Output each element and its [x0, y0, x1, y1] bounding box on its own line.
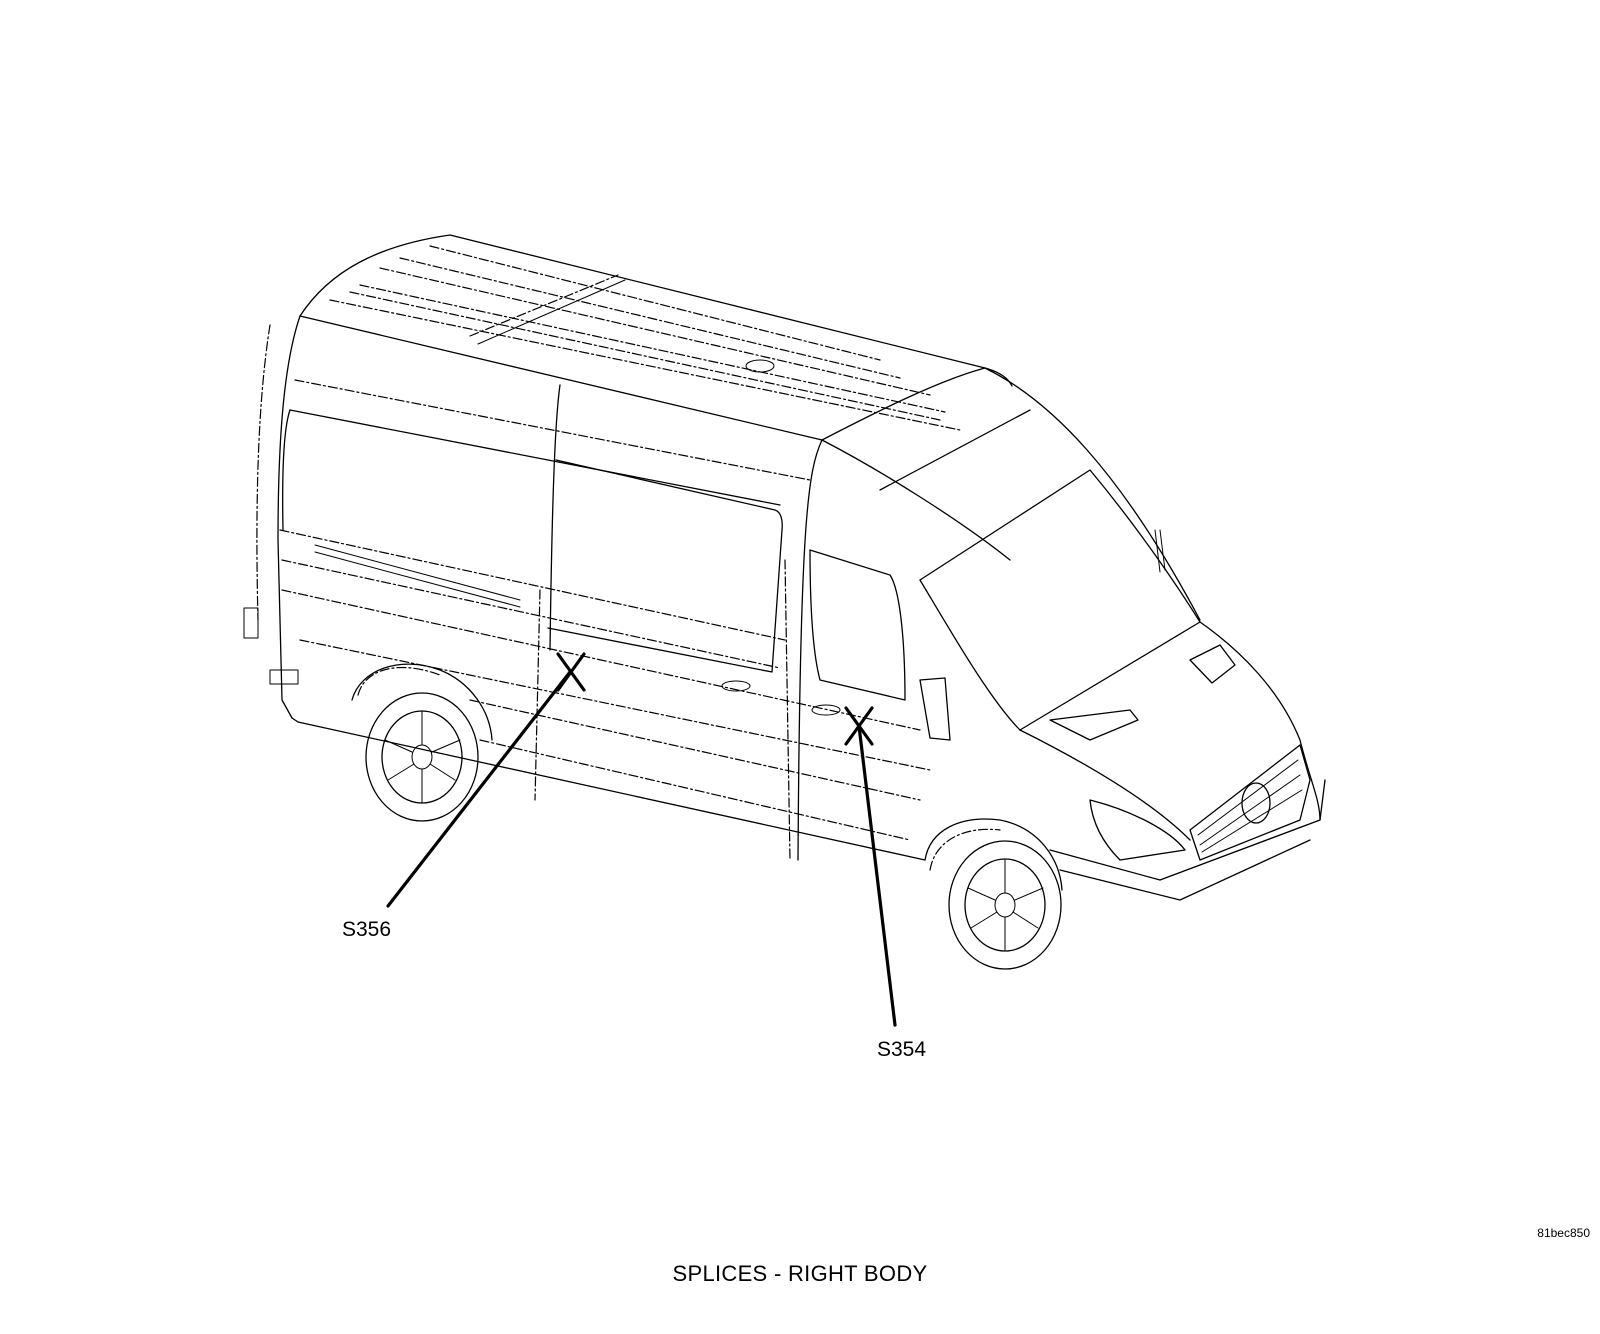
callout-label-s356: S356	[342, 918, 392, 941]
leader-line-s354	[857, 724, 897, 1027]
callout-label-s354: S354	[877, 1038, 927, 1061]
callout-leaders	[386, 652, 897, 1027]
front-wheel	[924, 818, 1063, 970]
van-cab	[809, 367, 1201, 741]
van-roof	[299, 234, 1013, 441]
figure-id: 81bec850	[1537, 1226, 1590, 1240]
van-front	[1019, 621, 1326, 901]
rear-wheel	[351, 663, 493, 822]
leader-line-s356	[386, 670, 572, 908]
van-body-side	[243, 315, 931, 861]
diagram-title: SPLICES - RIGHT BODY	[672, 1261, 928, 1286]
